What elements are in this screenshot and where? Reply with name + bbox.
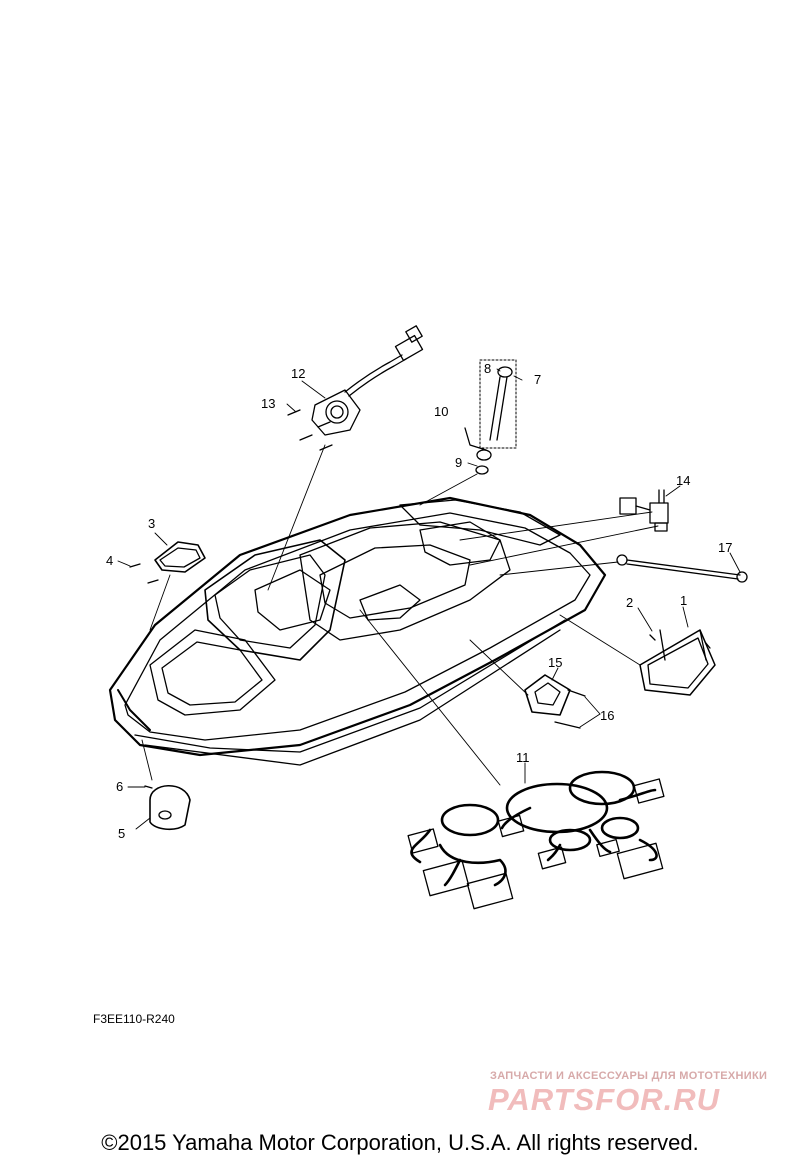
callout-8: 8 — [484, 361, 491, 376]
callout-15: 15 — [548, 655, 562, 670]
callout-9: 9 — [455, 455, 462, 470]
watermark-logo: PARTSFOR.RU — [488, 1082, 721, 1117]
callout-2: 2 — [626, 595, 633, 610]
callout-5: 5 — [118, 826, 125, 841]
callout-16: 16 — [600, 708, 614, 723]
part-1-2-bracket — [639, 629, 716, 696]
callout-14: 14 — [676, 473, 690, 488]
watermark-tagline: ЗАПЧАСТИ И АКСЕССУАРЫ ДЛЯ МОТОТЕХНИКИ — [490, 1070, 768, 1082]
callout-11: 11 — [516, 750, 530, 765]
part-14-sensor — [619, 489, 669, 532]
part-17-rod — [616, 554, 748, 583]
callout-numbers: 1 2 3 4 5 6 7 8 9 10 11 12 13 14 15 16 1… — [106, 361, 732, 841]
part-12-13-plate-and-connector — [287, 325, 424, 451]
part-7-10-tube-assembly — [464, 359, 517, 475]
copyright-notice: ©2015 Yamaha Motor Corporation, U.S.A. A… — [101, 1130, 699, 1155]
callout-12: 12 — [291, 366, 305, 381]
callout-10: 10 — [434, 404, 448, 419]
part-15-16-switch — [524, 674, 586, 729]
diagram-code: F3EE110-R240 — [93, 1012, 175, 1026]
callout-1: 1 — [680, 593, 687, 608]
leader-lines — [117, 368, 741, 830]
callout-13: 13 — [261, 396, 275, 411]
harness-connectors — [407, 778, 665, 910]
part-11-wire-harness — [410, 770, 658, 887]
callout-4: 4 — [106, 553, 113, 568]
callout-7: 7 — [534, 372, 541, 387]
part-5-6-cap — [144, 785, 191, 831]
boat-hull — [108, 496, 607, 766]
callout-3: 3 — [148, 516, 155, 531]
callout-17: 17 — [718, 540, 732, 555]
part-3-4-cover — [129, 541, 206, 584]
callout-6: 6 — [116, 779, 123, 794]
